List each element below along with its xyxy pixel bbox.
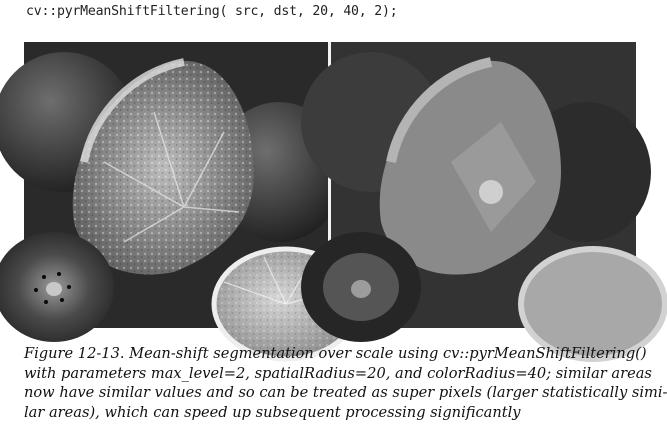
figure-caption: Figure 12-13. Mean-shift segmentation ov… [24, 344, 667, 422]
original-image [0, 42, 361, 362]
code-snippet: cv::pyrMeanShiftFiltering( src, dst, 20,… [26, 4, 398, 19]
segmented-image [301, 42, 667, 362]
figure-image [0, 42, 667, 362]
caption-line: with parameters max_level=2, spatialRadi… [24, 364, 652, 382]
figure-divider [328, 42, 331, 328]
caption-line: lar areas), which can speed up subsequen… [24, 403, 521, 421]
caption-line: Figure 12-13. Mean-shift segmentation ov… [24, 345, 647, 362]
caption-line: now have similar values and so can be tr… [24, 384, 667, 402]
